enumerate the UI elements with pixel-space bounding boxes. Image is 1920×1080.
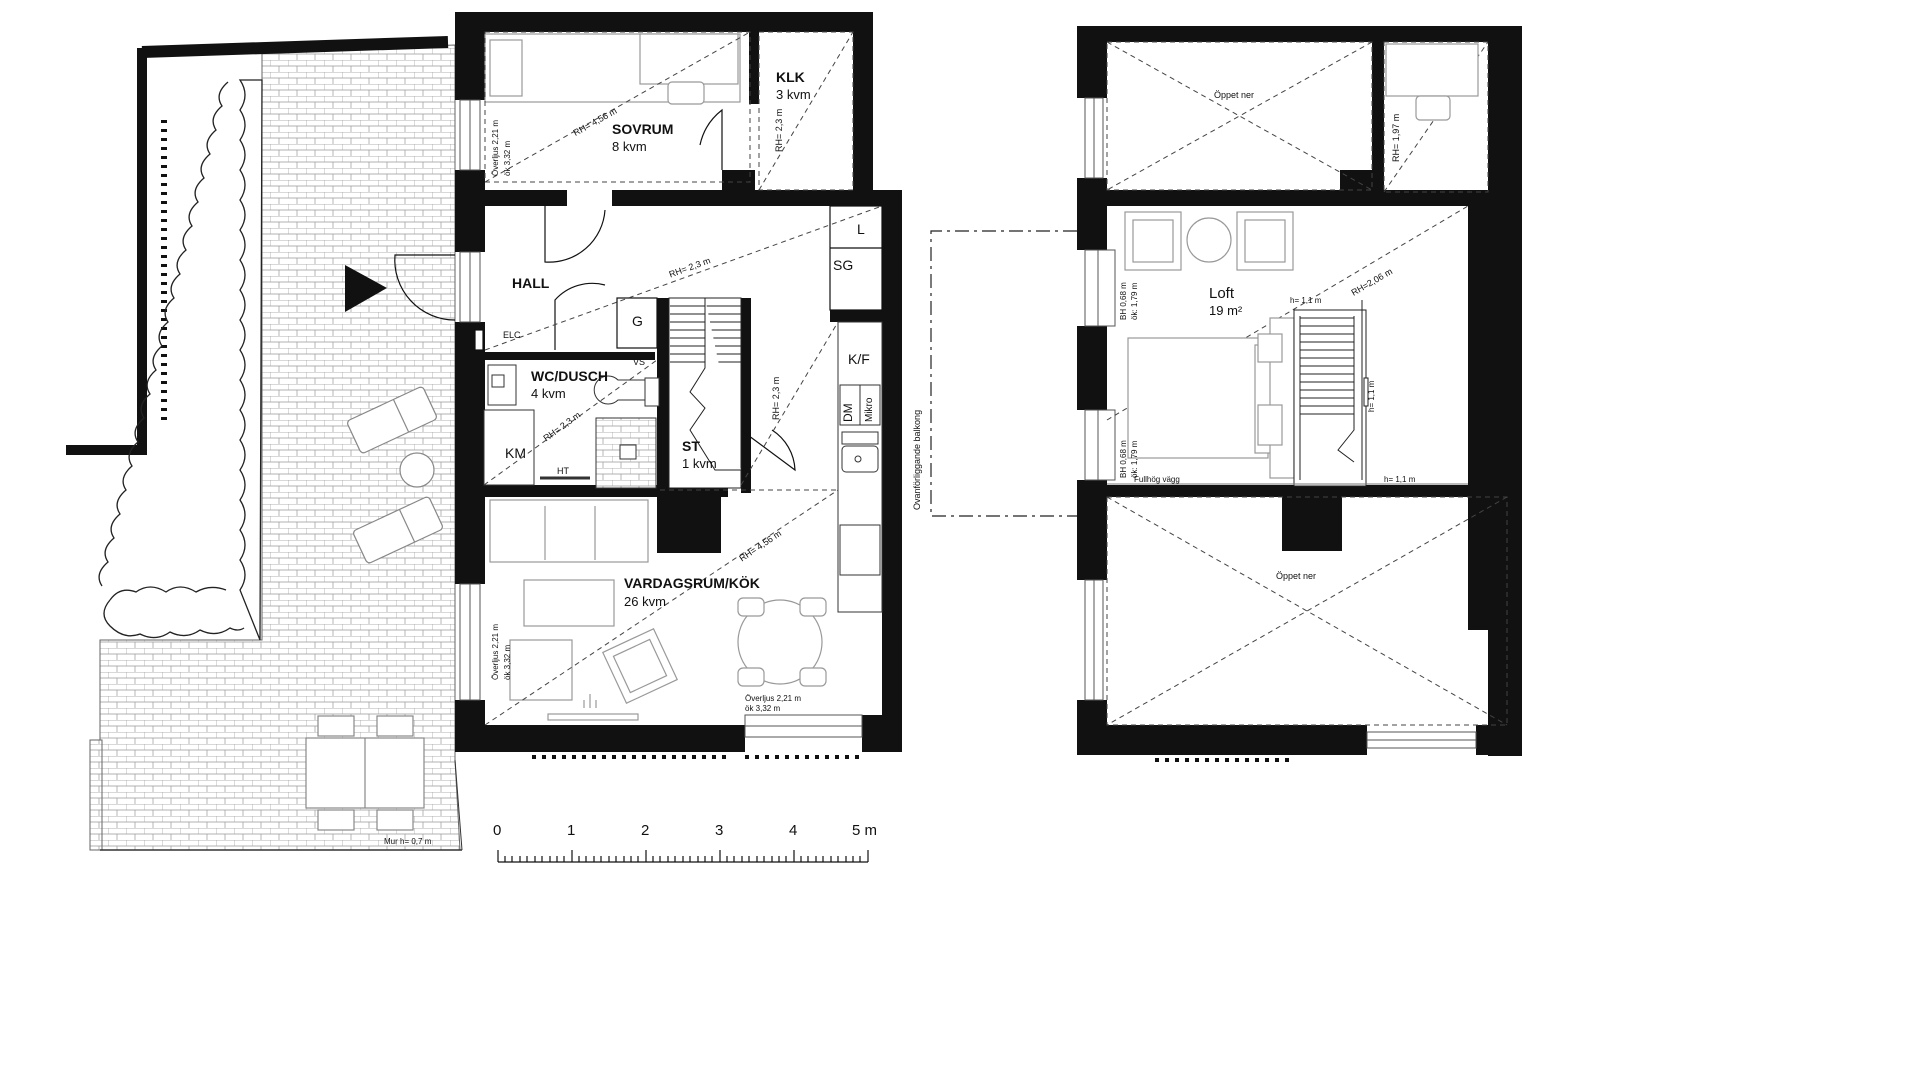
window-bh-b1: BH 0,68 m — [1119, 440, 1128, 478]
entrance-arrow-icon — [345, 265, 387, 312]
fixture-mikro: Mikro — [864, 397, 875, 422]
upper-floor-walls — [1077, 26, 1522, 756]
fixture-ht: HT — [557, 466, 569, 476]
room-area-sovrum: 8 kvm — [612, 139, 647, 154]
scale-tick-3: 3 — [715, 822, 724, 839]
terrace — [89, 44, 463, 851]
scale-tick-5: 5 m — [852, 822, 878, 839]
kitchen-counter — [837, 321, 883, 613]
balcony-label: Ovanförliggande balkong — [912, 409, 922, 510]
lower-stairs — [668, 297, 742, 489]
window-note-c2: ök 3,32 m — [745, 704, 781, 713]
height-klk: RH= 2,3 m — [774, 108, 784, 152]
height-st: RH= 2,3 m — [771, 376, 781, 420]
fixture-km: KM — [505, 445, 526, 461]
lower-floor-walls — [455, 12, 902, 752]
scale-tick-4: 4 — [789, 822, 798, 839]
height-guide-lines — [483, 31, 883, 726]
full-height-wall-label: Fullhög vägg — [1134, 475, 1180, 484]
room-name-st: ST — [682, 438, 700, 454]
window-note-a1: Överljus 2,21 m — [491, 119, 500, 176]
fixture-dm: DM — [841, 403, 855, 422]
window-note-b2: ök 3,32 m — [503, 644, 512, 680]
fixture-g: G — [632, 313, 643, 329]
height-stair-side: h= 1,1 m — [1367, 380, 1376, 412]
window-bh-a1: BH 0,68 m — [1119, 282, 1128, 320]
sun-lounger — [347, 386, 443, 564]
height-loft-small: RH= 1,97 m — [1391, 113, 1401, 162]
fixture-sg: SG — [833, 257, 854, 273]
room-area-loft: 19 m² — [1209, 303, 1243, 318]
fixture-elc: ELC — [503, 330, 521, 340]
doors — [394, 108, 796, 472]
window-bh-b2: ök: 1,79 m — [1130, 440, 1139, 478]
bedroom-furniture — [484, 33, 741, 105]
height-stair-top: h= 1,1 m — [1290, 296, 1322, 305]
loft-furniture — [1124, 43, 1479, 479]
bathroom-fixtures — [483, 364, 660, 489]
height-rail: h= 1,1 m — [1384, 475, 1416, 484]
room-name-wc: WC/DUSCH — [531, 368, 608, 384]
window-note-a2: ök 3,32 m — [503, 140, 512, 176]
scale-tick-0: 0 — [493, 822, 502, 839]
terrace-railing — [66, 36, 449, 455]
fixture-vs: VS — [633, 357, 646, 367]
room-area-st: 1 kvm — [682, 456, 717, 471]
room-name-loft: Loft — [1209, 285, 1235, 302]
room-area-wc: 4 kvm — [531, 386, 566, 401]
scale-bar — [497, 850, 869, 863]
window-note-b1: Överljus 2,21 m — [491, 623, 500, 680]
room-name-hall: HALL — [512, 275, 550, 291]
hall-fixtures — [474, 205, 883, 351]
balcony-outline — [930, 230, 1077, 517]
open-below-top-label: Öppet ner — [1214, 90, 1255, 100]
living-room-furniture — [489, 499, 827, 721]
room-name-sovrum: SOVRUM — [612, 121, 674, 137]
fixture-kf: K/F — [848, 351, 870, 367]
wall-height-label: Mur h= 0,7 m — [384, 837, 432, 846]
lower-windows — [459, 99, 863, 738]
room-area-klk: 3 kvm — [776, 87, 811, 102]
scale-tick-2: 2 — [641, 822, 650, 839]
floor-plan-drawing — [66, 12, 1522, 863]
room-name-klk: KLK — [776, 69, 805, 85]
window-bh-a2: ök: 1,79 m — [1130, 282, 1139, 320]
room-area-vardagsrum: 26 kvm — [624, 594, 666, 609]
scale-tick-1: 1 — [567, 822, 576, 839]
open-below-bottom-label: Öppet ner — [1276, 571, 1317, 581]
terrace-dining-table — [305, 715, 425, 831]
fixture-l: L — [857, 221, 865, 237]
loft-stairs — [1107, 300, 1468, 487]
hedge-planter — [98, 79, 263, 641]
room-name-vardagsrum: VARDAGSRUM/KÖK — [624, 575, 760, 591]
window-note-c1: Överljus 2,21 m — [745, 694, 802, 703]
upper-windows — [1084, 97, 1477, 749]
